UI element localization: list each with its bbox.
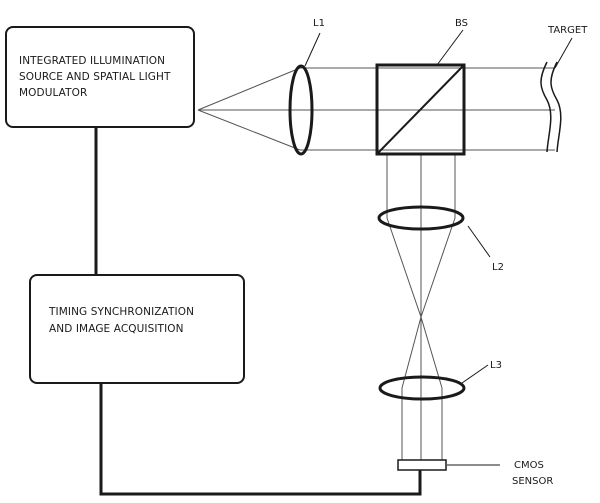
cmos-sensor [397, 459, 447, 471]
lens-l2 [377, 205, 465, 231]
source-box: INTEGRATED ILLUMINATION SOURCE AND SPATI… [5, 26, 195, 128]
leader-l1 [304, 32, 321, 67]
ray-diverge-left [401, 316, 422, 389]
leader-target [554, 37, 573, 69]
timing-box-line2: AND IMAGE ACQUISITION [49, 323, 184, 335]
beam-splitter-diagonal [376, 64, 465, 155]
beam-splitter [375, 63, 466, 156]
lens-l3 [378, 375, 466, 401]
ray-fan-top [197, 67, 301, 111]
label-l3: L3 [490, 360, 502, 371]
target-break-left [540, 61, 552, 153]
source-box-line1: INTEGRATED ILLUMINATION [19, 55, 165, 67]
signal-wires [94, 128, 422, 496]
label-cmos-line1: CMOS [514, 460, 544, 471]
leader-bs [436, 29, 464, 66]
label-target: TARGET [547, 25, 588, 36]
target-surface [540, 61, 562, 153]
label-cmos-line2: SENSOR [512, 476, 553, 487]
ray-converge-left [386, 217, 422, 318]
leader-l2 [467, 225, 491, 258]
beam-splitter-cube [375, 63, 466, 156]
return-rays [386, 155, 456, 460]
lens-l1 [288, 64, 314, 156]
ray-fan-bottom [197, 109, 301, 151]
collimated-rays [300, 67, 555, 151]
timing-box-line1: TIMING SYNCHRONIZATION [48, 306, 194, 318]
illumination-fan [197, 67, 301, 151]
ray-converge-right [420, 217, 456, 318]
leader-l3 [461, 364, 489, 384]
label-l1: L1 [313, 18, 325, 29]
timing-box-frame [29, 274, 245, 384]
label-bs: BS [455, 18, 468, 29]
wire-timing-to-sensor [99, 384, 422, 496]
source-box-line2: SOURCE AND SPATIAL LIGHT [19, 71, 171, 83]
leader-lines [304, 29, 573, 466]
ray-diverge-right [420, 316, 443, 389]
source-box-line3: MODULATOR [19, 87, 87, 99]
target-break-right [550, 61, 562, 153]
timing-box: TIMING SYNCHRONIZATION AND IMAGE ACQUISI… [29, 274, 245, 384]
label-l2: L2 [492, 262, 504, 273]
source-box-frame [5, 26, 195, 128]
